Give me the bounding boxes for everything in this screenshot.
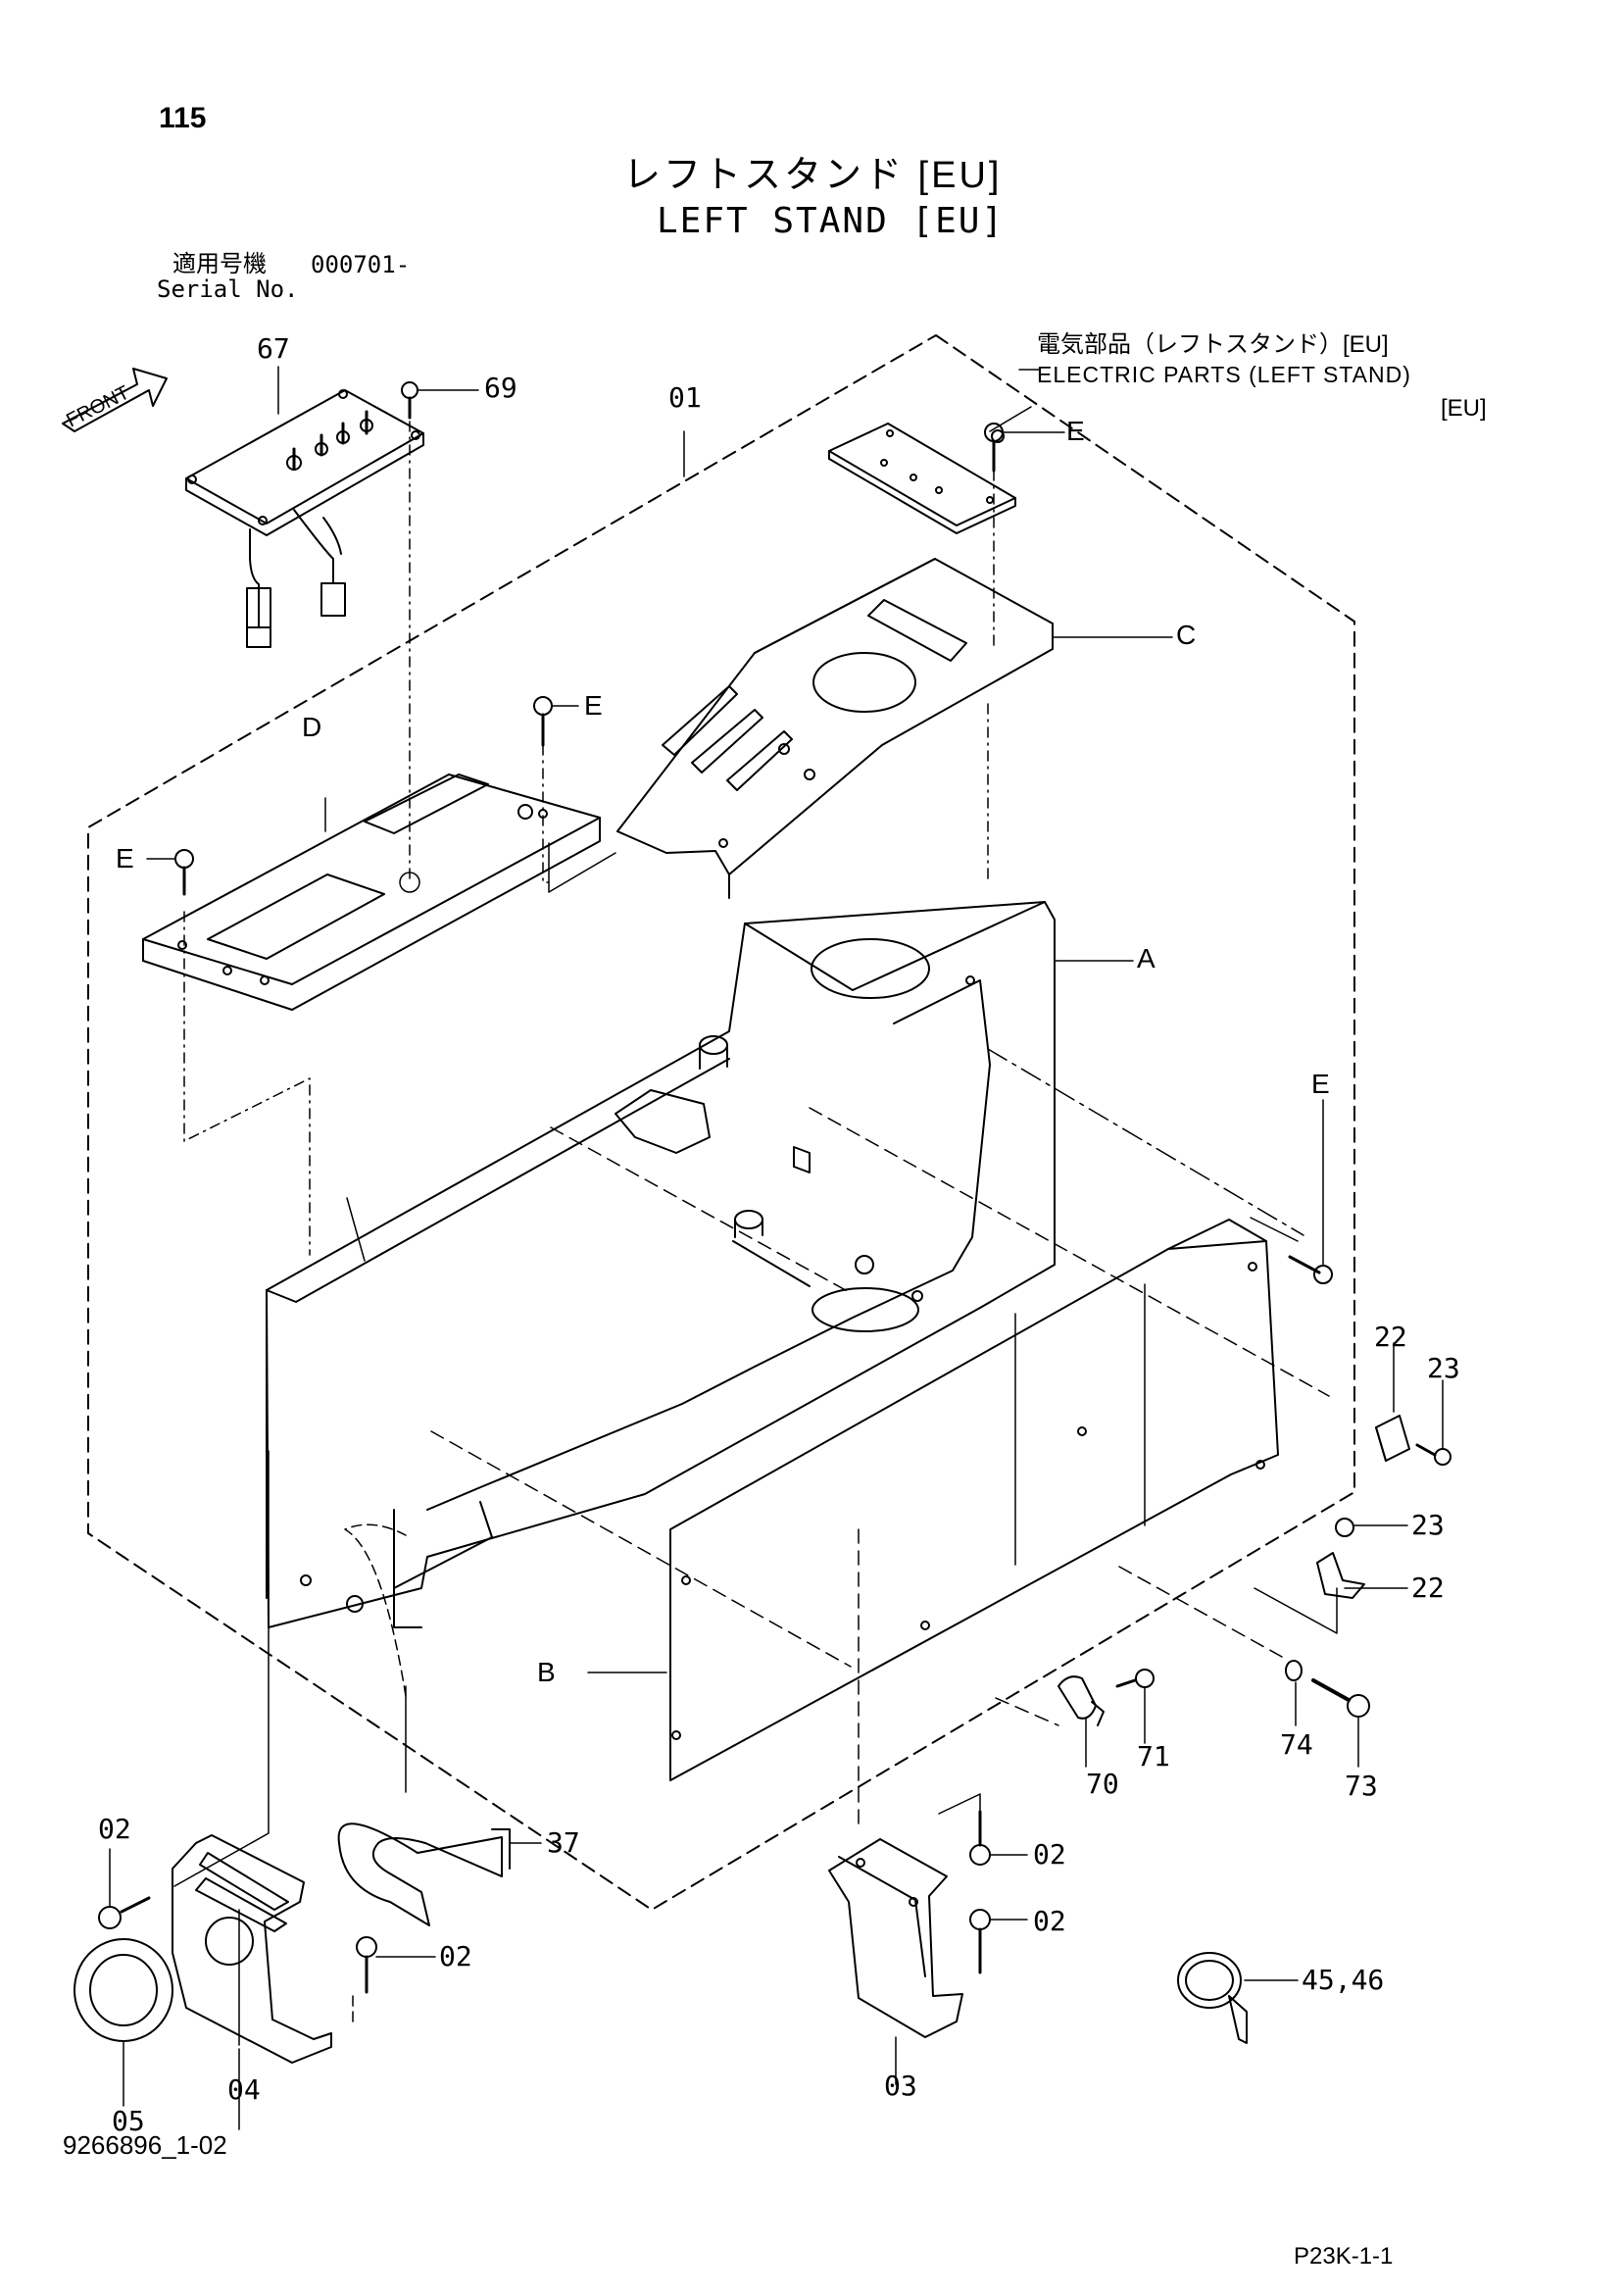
- electric-parts-label-eu: [EU]: [1441, 395, 1487, 422]
- callout-69: 69: [484, 372, 517, 404]
- callout-05: 05: [112, 2105, 145, 2137]
- callout-02-right-lower: 02: [1033, 1905, 1066, 1937]
- serial-label-japanese: 適用号機: [172, 251, 267, 277]
- bolt-part-02-right-lower: [969, 1909, 1028, 1974]
- callout-71: 71: [1137, 1740, 1170, 1772]
- title-english: LEFT STAND [EU]: [657, 201, 1006, 241]
- screw-e-right: [1288, 1099, 1333, 1284]
- page-code: P23K-1-1: [1294, 2243, 1394, 2270]
- callout-02-center: 02: [439, 1940, 472, 1972]
- top-plate-part-d: [142, 774, 601, 1011]
- callout-22-lower: 22: [1411, 1572, 1445, 1604]
- callout-74: 74: [1280, 1728, 1313, 1761]
- assembly-boundary-dashed: [87, 334, 1355, 1911]
- callout-01: 01: [668, 381, 702, 414]
- grommet-part-37: [337, 1685, 542, 1926]
- clip-part-22-lower: [1316, 1552, 1408, 1599]
- callout-e-top: E: [1066, 416, 1085, 446]
- callout-22-upper: 22: [1374, 1321, 1407, 1353]
- bracket-part-04: [172, 1834, 332, 2130]
- callout-e-left: E: [116, 843, 134, 873]
- seal-part-05: [74, 1938, 173, 2107]
- switch-panel-part-67: [185, 389, 424, 648]
- callout-c: C: [1176, 620, 1197, 650]
- electric-parts-plate: [828, 369, 1040, 534]
- callout-e-mid: E: [584, 690, 603, 721]
- screw-part-23-upper: [1415, 1379, 1451, 1466]
- side-panel-part-b: [587, 1219, 1279, 1781]
- screw-e-top: [984, 423, 1065, 648]
- title-japanese: レフトスタンド [EU]: [623, 155, 1003, 196]
- bracket-part-03: [828, 1838, 963, 2085]
- callout-73: 73: [1345, 1770, 1378, 1802]
- callout-67: 67: [257, 332, 290, 365]
- callout-03: 03: [884, 2070, 917, 2102]
- callout-02-right-upper: 02: [1033, 1838, 1066, 1871]
- callout-23-lower: 23: [1411, 1509, 1445, 1541]
- callout-e-right: E: [1311, 1069, 1330, 1099]
- screw-e-mid: [533, 696, 616, 893]
- front-arrow-label: FRONT: [63, 382, 132, 432]
- bolt-part-71: [1115, 1669, 1155, 1744]
- screw-e-left: [146, 849, 311, 1256]
- serial-label-english: Serial No.: [157, 275, 299, 303]
- callout-02-left: 02: [98, 1813, 131, 1845]
- clip-part-22-upper: [1375, 1342, 1410, 1462]
- electric-parts-label-japanese: 電気部品（レフトスタンド）[EU]: [1037, 331, 1389, 358]
- callout-70: 70: [1086, 1768, 1119, 1800]
- electric-parts-label-english: ELECTRIC PARTS (LEFT STAND): [1037, 362, 1411, 387]
- bolt-part-02-left: [98, 1848, 151, 1929]
- callout-04: 04: [227, 2073, 261, 2106]
- stand-body-part-a: [266, 901, 1134, 1628]
- callout-23-upper: 23: [1427, 1352, 1460, 1384]
- screw-part-23-lower: [1335, 1518, 1408, 1537]
- front-arrow-icon: FRONT: [62, 368, 168, 432]
- page-number: 115: [159, 102, 207, 134]
- bolt-part-02-center: [352, 1936, 436, 2022]
- callout-b: B: [537, 1657, 556, 1687]
- cable-tie-part-45-46: [1177, 1952, 1299, 2044]
- screw-part-69: [401, 381, 479, 883]
- washer-part-74: [1285, 1660, 1303, 1726]
- bolt-part-73: [1311, 1678, 1370, 1768]
- callout-d: D: [302, 712, 322, 742]
- clamp-part-70: [995, 1675, 1105, 1768]
- callout-37: 37: [547, 1826, 580, 1859]
- callout-a: A: [1137, 943, 1156, 973]
- serial-number-value: 000701-: [311, 251, 411, 278]
- callout-45-46: 45,46: [1302, 1964, 1385, 1996]
- bolt-part-02-right-upper: [969, 1810, 1028, 1866]
- document-id: 9266896_1-02: [63, 2130, 227, 2160]
- top-cover-part-c: [616, 558, 1173, 899]
